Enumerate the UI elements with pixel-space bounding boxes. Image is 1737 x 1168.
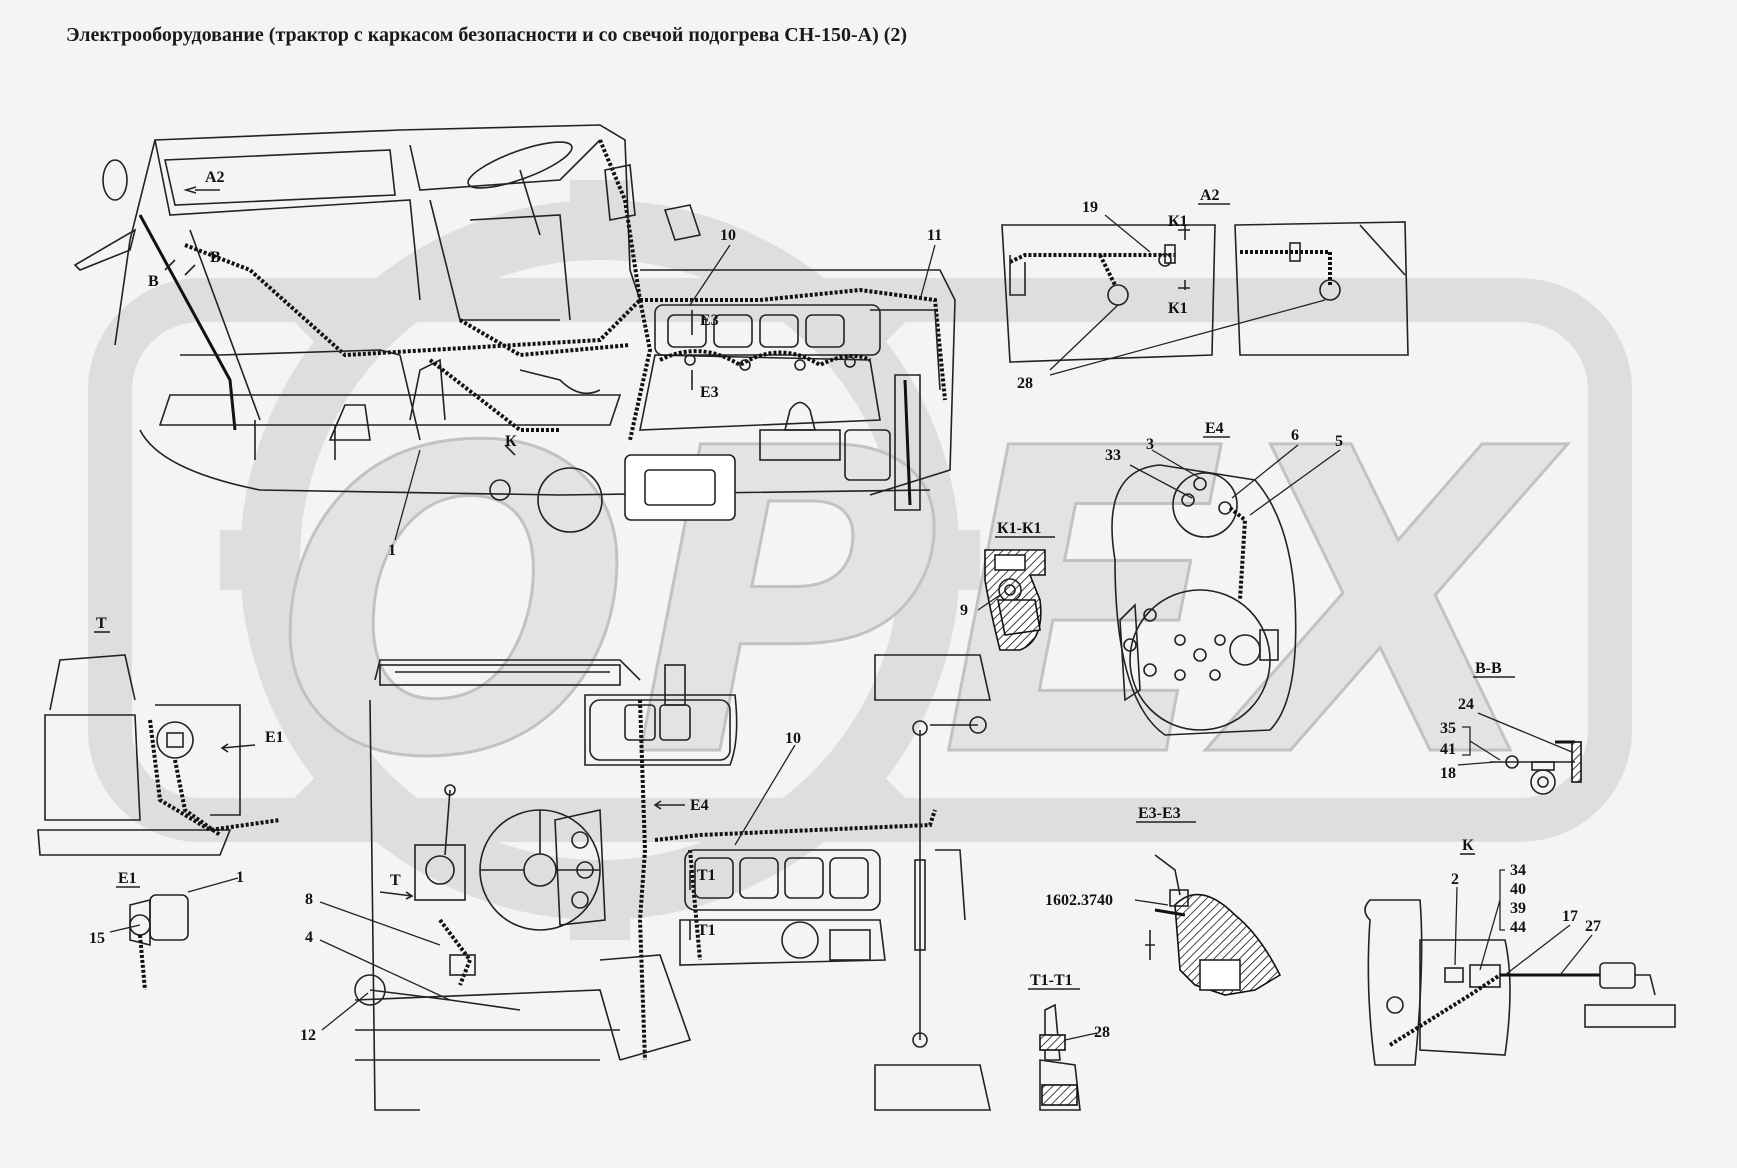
label-k-main: К xyxy=(505,433,517,450)
view-e3e3-title: Е3-Е3 xyxy=(1138,805,1181,822)
callout-10-top: 10 xyxy=(720,227,736,244)
callout-33: 33 xyxy=(1105,447,1121,464)
label-a2-main: А2 xyxy=(205,169,225,186)
label-b-2: В xyxy=(148,273,159,290)
view-e1-title: Е1 xyxy=(118,870,137,887)
callout-24: 24 xyxy=(1458,696,1474,713)
view-e1: Е1 1 15 xyxy=(89,869,244,991)
label-b-1: В xyxy=(210,249,221,266)
callout-1-top: 1 xyxy=(388,542,396,559)
label-t1-1: Т1 xyxy=(697,867,716,884)
callout-34: 34 xyxy=(1510,862,1526,879)
view-e3e3: Е3-Е3 1602.3740 xyxy=(1045,805,1282,996)
watermark-text: OPEX xyxy=(275,361,1568,850)
view-k1k1: К1-К1 9 xyxy=(960,520,1055,651)
view-a2: А2 К1 К1 19 28 xyxy=(1001,187,1409,392)
view-k: К 2 34 40 39 44 17 27 xyxy=(1364,837,1676,1066)
callout-5: 5 xyxy=(1335,433,1343,450)
label-e3-2: Е3 xyxy=(700,384,719,401)
callout-1602-3740: 1602.3740 xyxy=(1045,892,1113,909)
view-e4-title: Е4 xyxy=(1205,420,1224,437)
callout-41: 41 xyxy=(1440,741,1456,758)
callout-27: 27 xyxy=(1585,918,1601,935)
callout-18: 18 xyxy=(1440,765,1456,782)
label-e1-t: Е1 xyxy=(265,729,284,746)
callout-44: 44 xyxy=(1510,919,1526,936)
view-k1k1-title: К1-К1 xyxy=(997,520,1042,537)
view-vv: В-В 24 35 41 18 xyxy=(1440,660,1582,795)
callout-40: 40 xyxy=(1510,881,1526,898)
view-k-title: К xyxy=(1462,837,1474,854)
callout-4: 4 xyxy=(305,929,313,946)
label-t-main: Т xyxy=(390,872,401,889)
main-bottom-view: Т Е4 Т1 Т1 10 8 4 12 xyxy=(300,654,991,1111)
label-k1-bottom: К1 xyxy=(1168,300,1188,317)
watermark-frame xyxy=(88,278,1632,842)
callout-15: 15 xyxy=(89,930,105,947)
view-e4: Е4 33 3 6 5 xyxy=(1105,420,1343,736)
callout-9: 9 xyxy=(960,602,968,619)
view-t: Т Е1 xyxy=(37,615,284,856)
callout-28-a2: 28 xyxy=(1017,375,1033,392)
main-top-view: А2 В В К Е3 Е3 1 10 11 xyxy=(73,124,956,559)
label-e4-main: Е4 xyxy=(690,797,709,814)
view-t1t1: Т1-Т1 28 xyxy=(1028,972,1110,1111)
page-title: Электрооборудование (трактор с каркасом … xyxy=(66,24,908,46)
callout-11: 11 xyxy=(927,227,942,244)
callout-12: 12 xyxy=(300,1027,316,1044)
callout-1-e1: 1 xyxy=(236,869,244,886)
callout-19: 19 xyxy=(1082,199,1098,216)
callout-10-bottom: 10 xyxy=(785,730,801,747)
callout-2: 2 xyxy=(1451,871,1459,888)
view-t-title: Т xyxy=(96,615,107,632)
callout-3-e4: 3 xyxy=(1146,436,1154,453)
view-vv-title: В-В xyxy=(1475,660,1502,677)
callout-6: 6 xyxy=(1291,427,1299,444)
callout-28-t1: 28 xyxy=(1094,1024,1110,1041)
label-e3-1: Е3 xyxy=(700,312,719,329)
label-t1-2: Т1 xyxy=(697,922,716,939)
callout-35: 35 xyxy=(1440,720,1456,737)
label-k1-top: К1 xyxy=(1168,213,1188,230)
view-t1t1-title: Т1-Т1 xyxy=(1030,972,1073,989)
callout-8: 8 xyxy=(305,891,313,908)
callout-39: 39 xyxy=(1510,900,1526,917)
callout-17: 17 xyxy=(1562,908,1578,925)
view-a2-title: А2 xyxy=(1200,187,1220,204)
